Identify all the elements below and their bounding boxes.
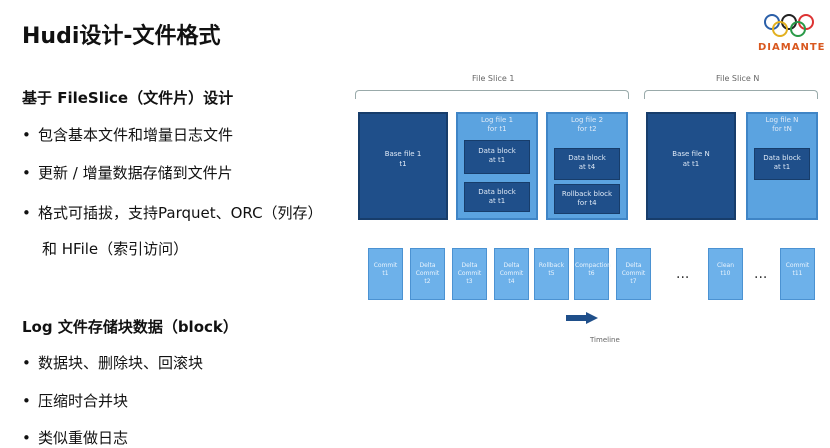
log-file-1-name: Log file 1: [480, 116, 514, 124]
bullet-item: •包含基本文件和增量日志文件: [22, 126, 234, 144]
base-file-n: Base file N at t1: [646, 112, 736, 220]
log-file-1: Log file 1 for t1 Data block at t1 Data …: [456, 112, 538, 220]
base-file-n-time: at t1: [682, 160, 700, 168]
olympic-rings-icon: [764, 14, 814, 37]
log-file-2-name: Log file 2: [570, 116, 604, 124]
data-block-2-time: at t1: [488, 197, 506, 205]
bullet-text: 格式可插拔，支持Parquet、ORC（列存）: [38, 204, 323, 222]
data-block-2-name: Data block: [478, 188, 516, 196]
rollback-block-time: for t4: [577, 199, 597, 207]
bullet-item: •压缩时合并块: [22, 392, 129, 410]
file-slice-1-label: File Slice 1: [472, 74, 515, 83]
bullet-continuation: 和 HFile（索引访问）: [42, 240, 189, 258]
base-file-n-name: Base file N: [672, 150, 710, 158]
bullet-item: •类似重做日志: [22, 429, 129, 447]
data-block-1-time: at t1: [488, 156, 506, 164]
log-file-n-name: Log file N: [765, 116, 799, 124]
ellipsis: ...: [676, 266, 690, 282]
base-file-1: Base file 1 t1: [358, 112, 448, 220]
data-block-2: Data block at t1: [464, 182, 530, 212]
bullet-text: 数据块、删除块、回滚块: [38, 354, 204, 372]
log-file-2: Log file 2 for t2 Data block at t4 Rollb…: [546, 112, 628, 220]
section-heading-log: Log 文件存储块数据（block）: [22, 318, 238, 336]
rollback-block-name: Rollback block: [561, 190, 613, 198]
page-title: Hudi设计-文件格式: [22, 24, 221, 49]
data-block-n-name: Data block: [763, 154, 801, 162]
data-block-1: Data block at t1: [464, 140, 530, 174]
bullet-text: 更新 / 增量数据存储到文件片: [38, 164, 233, 182]
brand-logo: DIAMANTE: [758, 8, 826, 64]
logo-text: DIAMANTE: [758, 42, 826, 53]
bullet-item: •格式可插拔，支持Parquet、ORC（列存）: [22, 204, 323, 222]
data-block-3: Data block at t4: [554, 148, 620, 180]
arrow-right-icon: [566, 312, 598, 324]
bullet-item: •数据块、删除块、回滚块: [22, 354, 204, 372]
bullet-item: •更新 / 增量数据存储到文件片: [22, 164, 233, 182]
rollback-block: Rollback block for t4: [554, 184, 620, 214]
bullet-text: 包含基本文件和增量日志文件: [38, 126, 234, 144]
data-block-n-time: at t1: [773, 163, 791, 171]
log-file-n: Log file N for tN Data block at t1: [746, 112, 818, 220]
file-slice-n-brace: [644, 90, 818, 99]
bullet-text: 类似重做日志: [38, 429, 129, 447]
data-block-1-name: Data block: [478, 147, 516, 155]
log-file-1-time: for t1: [487, 125, 507, 133]
data-block-3-name: Data block: [568, 154, 606, 162]
file-format-diagram: File Slice 1 File Slice N Base file 1 t1…: [350, 70, 820, 370]
file-slice-n-label: File Slice N: [716, 74, 760, 83]
section-heading-fileslice: 基于 FileSlice（文件片）设计: [22, 89, 234, 107]
base-file-1-time: t1: [399, 160, 407, 168]
bullet-text: 压缩时合并块: [38, 392, 129, 410]
ellipsis: ...: [754, 266, 768, 282]
base-file-1-name: Base file 1: [384, 150, 422, 158]
data-block-n: Data block at t1: [754, 148, 810, 180]
log-file-n-time: for tN: [772, 125, 792, 133]
timeline-label: Timeline: [590, 336, 620, 344]
file-slice-1-brace: [355, 90, 629, 99]
data-block-3-time: at t4: [578, 163, 596, 171]
log-file-2-time: for t2: [577, 125, 597, 133]
